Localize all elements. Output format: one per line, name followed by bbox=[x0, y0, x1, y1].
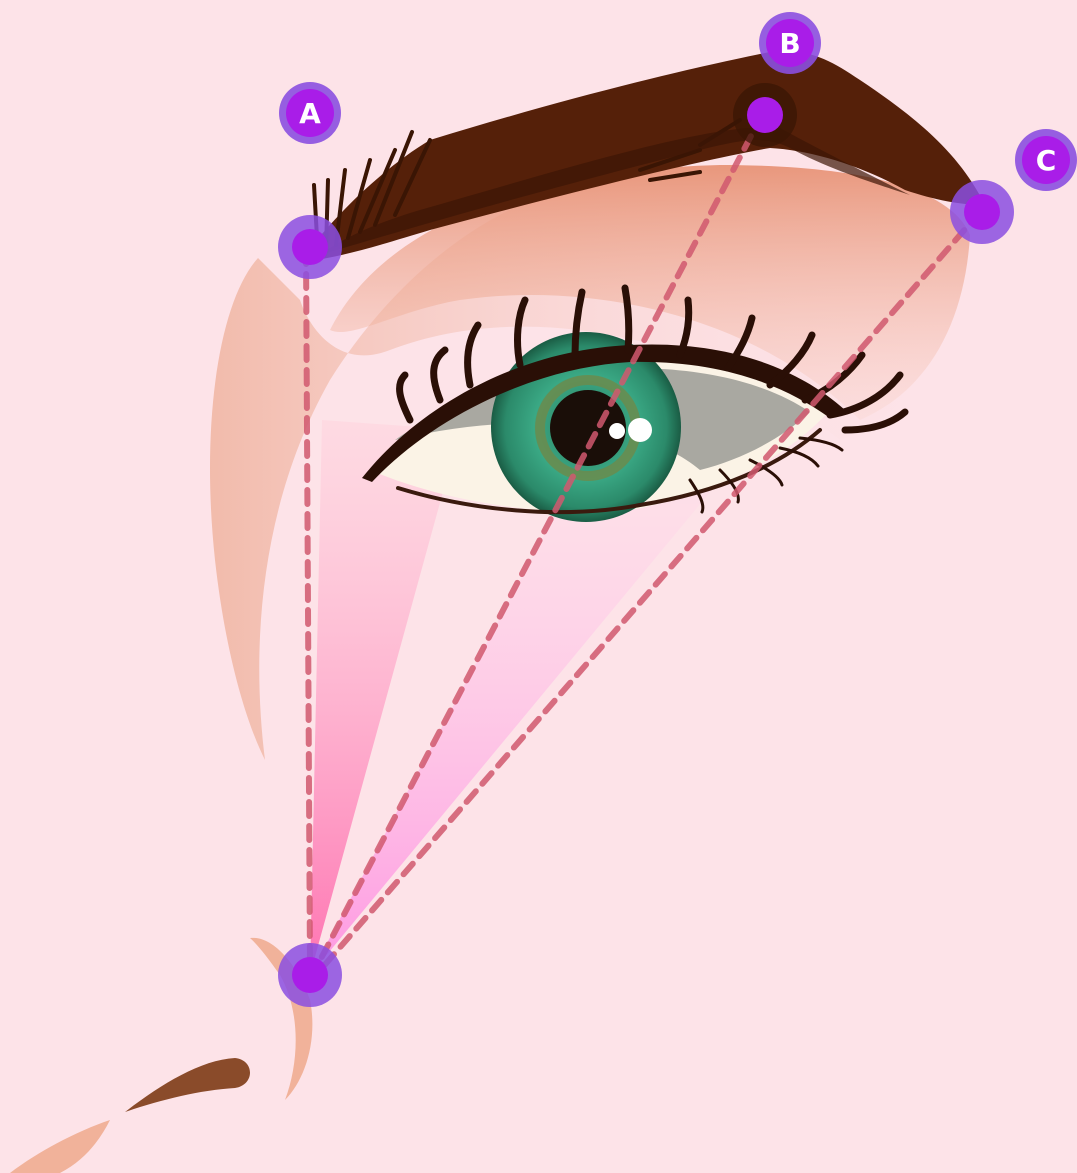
eye-highlight-large bbox=[628, 418, 652, 442]
nose-origin-point bbox=[278, 943, 342, 1007]
label-badge-c: C bbox=[1015, 129, 1077, 191]
point-c-anchor bbox=[950, 180, 1014, 244]
label-badge-b: B bbox=[759, 12, 821, 74]
nostril bbox=[125, 1058, 250, 1112]
point-a-anchor bbox=[278, 215, 342, 279]
label-c: C bbox=[1036, 144, 1057, 177]
label-a: A bbox=[299, 97, 321, 130]
eye-highlight-small bbox=[609, 423, 625, 439]
nose-tip bbox=[10, 1120, 110, 1173]
label-badge-a: A bbox=[279, 82, 341, 144]
label-b: B bbox=[779, 27, 800, 60]
point-b-anchor bbox=[733, 83, 797, 147]
guide-line-a bbox=[306, 250, 310, 968]
